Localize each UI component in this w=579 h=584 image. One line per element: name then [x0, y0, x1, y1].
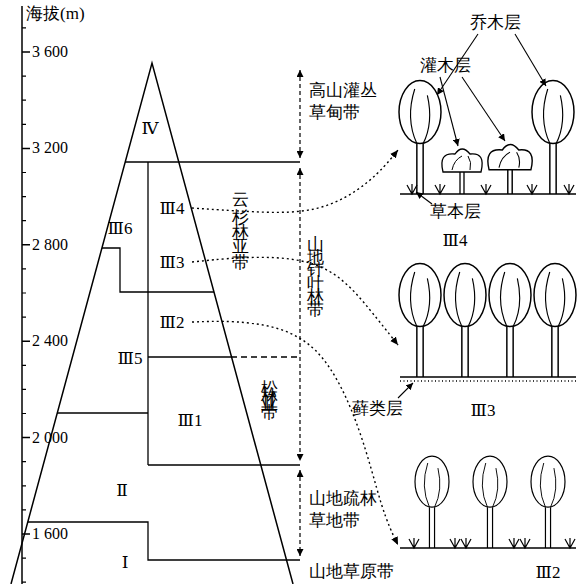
leader-arrow	[462, 77, 505, 141]
zone-band: Ⅳ	[130, 116, 170, 140]
axis-tick-label: 3 600	[32, 42, 68, 63]
zone-boundary	[148, 464, 300, 465]
axis-tick-label: 1 600	[32, 524, 68, 545]
grass	[409, 538, 419, 548]
zone-label: Ⅲ6	[108, 220, 133, 237]
tree	[532, 81, 574, 194]
zone-boundary	[57, 412, 148, 413]
mountain-outline	[11, 63, 293, 584]
zone-band: Ⅲ3	[152, 250, 192, 274]
grass	[527, 184, 537, 194]
grass	[407, 184, 417, 194]
range-bracket	[299, 470, 300, 556]
tree	[399, 264, 441, 377]
zone-label: Ⅲ2	[536, 564, 561, 581]
tree	[489, 264, 531, 377]
range-bracket	[299, 168, 300, 461]
zone-label: Ⅱ	[116, 482, 128, 499]
zone-label: Ⅲ4	[160, 200, 185, 217]
vegetation-illustration: Ⅲ3	[398, 252, 576, 420]
tree	[399, 81, 441, 194]
axis-tick-label: 2 800	[32, 234, 68, 255]
vegetation-illustration: Ⅲ2	[398, 440, 576, 584]
layer-name: 乔木层	[470, 12, 521, 34]
axis-tick-label: 2 400	[32, 331, 68, 352]
subzone-name: 云杉林亚带	[233, 180, 250, 255]
subzone-boundary-dashed	[231, 356, 300, 357]
leader-arrow	[440, 77, 458, 146]
range-bracket	[299, 70, 300, 158]
zone-boundary	[125, 161, 300, 162]
layer-name: 灌木层	[420, 55, 471, 77]
zone-band: Ⅲ4	[152, 196, 192, 220]
tree	[444, 264, 486, 377]
zone-band: Ⅲ2	[152, 310, 192, 334]
zone-band: Ⅰ	[105, 550, 145, 574]
zone-boundary	[148, 356, 231, 357]
grass	[565, 538, 575, 548]
grass	[520, 538, 530, 548]
ground-line	[400, 376, 576, 377]
zone-label: Ⅰ	[122, 554, 129, 571]
layer-name: 藓类层	[352, 398, 403, 420]
edge-group	[192, 150, 398, 545]
tree	[534, 264, 576, 377]
leader-arrow	[416, 192, 432, 204]
zone-band: Ⅲ6	[100, 216, 140, 240]
moss-layer	[400, 380, 576, 381]
zone-name: 山地疏林 草地带	[309, 488, 385, 532]
axis-line	[21, 6, 23, 584]
tree	[531, 456, 565, 548]
layer-name: 草本层	[430, 201, 481, 223]
grass	[481, 184, 491, 194]
zone-name: 山地草原带	[309, 561, 394, 583]
zone-band: Ⅲ5	[110, 346, 150, 370]
zone-boundary	[28, 522, 300, 560]
leader-arrow	[398, 383, 413, 398]
zone-label: Ⅲ2	[160, 314, 185, 331]
zone-boundary	[147, 162, 148, 465]
vegetation-illustration: Ⅲ4	[398, 70, 576, 250]
zone-band: Ⅲ1	[170, 408, 210, 432]
axis-title: 海拔(m)	[26, 3, 85, 25]
grass	[461, 538, 471, 548]
axis-tick-label: 2 000	[32, 427, 68, 448]
grass	[509, 538, 519, 548]
zone-band: Ⅱ	[102, 478, 142, 502]
grass	[450, 538, 460, 548]
leader-connector	[192, 150, 398, 212]
axis-minor-tick	[22, 28, 26, 582]
leader-connector	[192, 321, 398, 545]
axis-tick-label: 3 200	[32, 138, 68, 159]
zone-label: Ⅳ	[142, 120, 159, 137]
shrub	[442, 149, 482, 194]
zone-name: 山地针叶林带	[308, 222, 325, 300]
grass	[435, 184, 445, 194]
zone-label: Ⅲ4	[443, 232, 468, 249]
zone-label: Ⅲ5	[118, 350, 143, 367]
shrub	[488, 145, 532, 195]
subzone-name: 松林亚带	[262, 366, 279, 398]
leader-connector	[192, 257, 398, 345]
leader-arrow	[515, 34, 546, 86]
tree	[415, 456, 449, 548]
zone-label: Ⅲ3	[160, 254, 185, 271]
zone-label: Ⅲ1	[178, 412, 203, 429]
tree	[473, 456, 507, 548]
zone-boundary	[102, 248, 214, 292]
zone-name: 高山灌丛 草甸带	[309, 80, 385, 124]
grass	[564, 184, 574, 194]
zone-label: Ⅲ3	[471, 402, 496, 419]
